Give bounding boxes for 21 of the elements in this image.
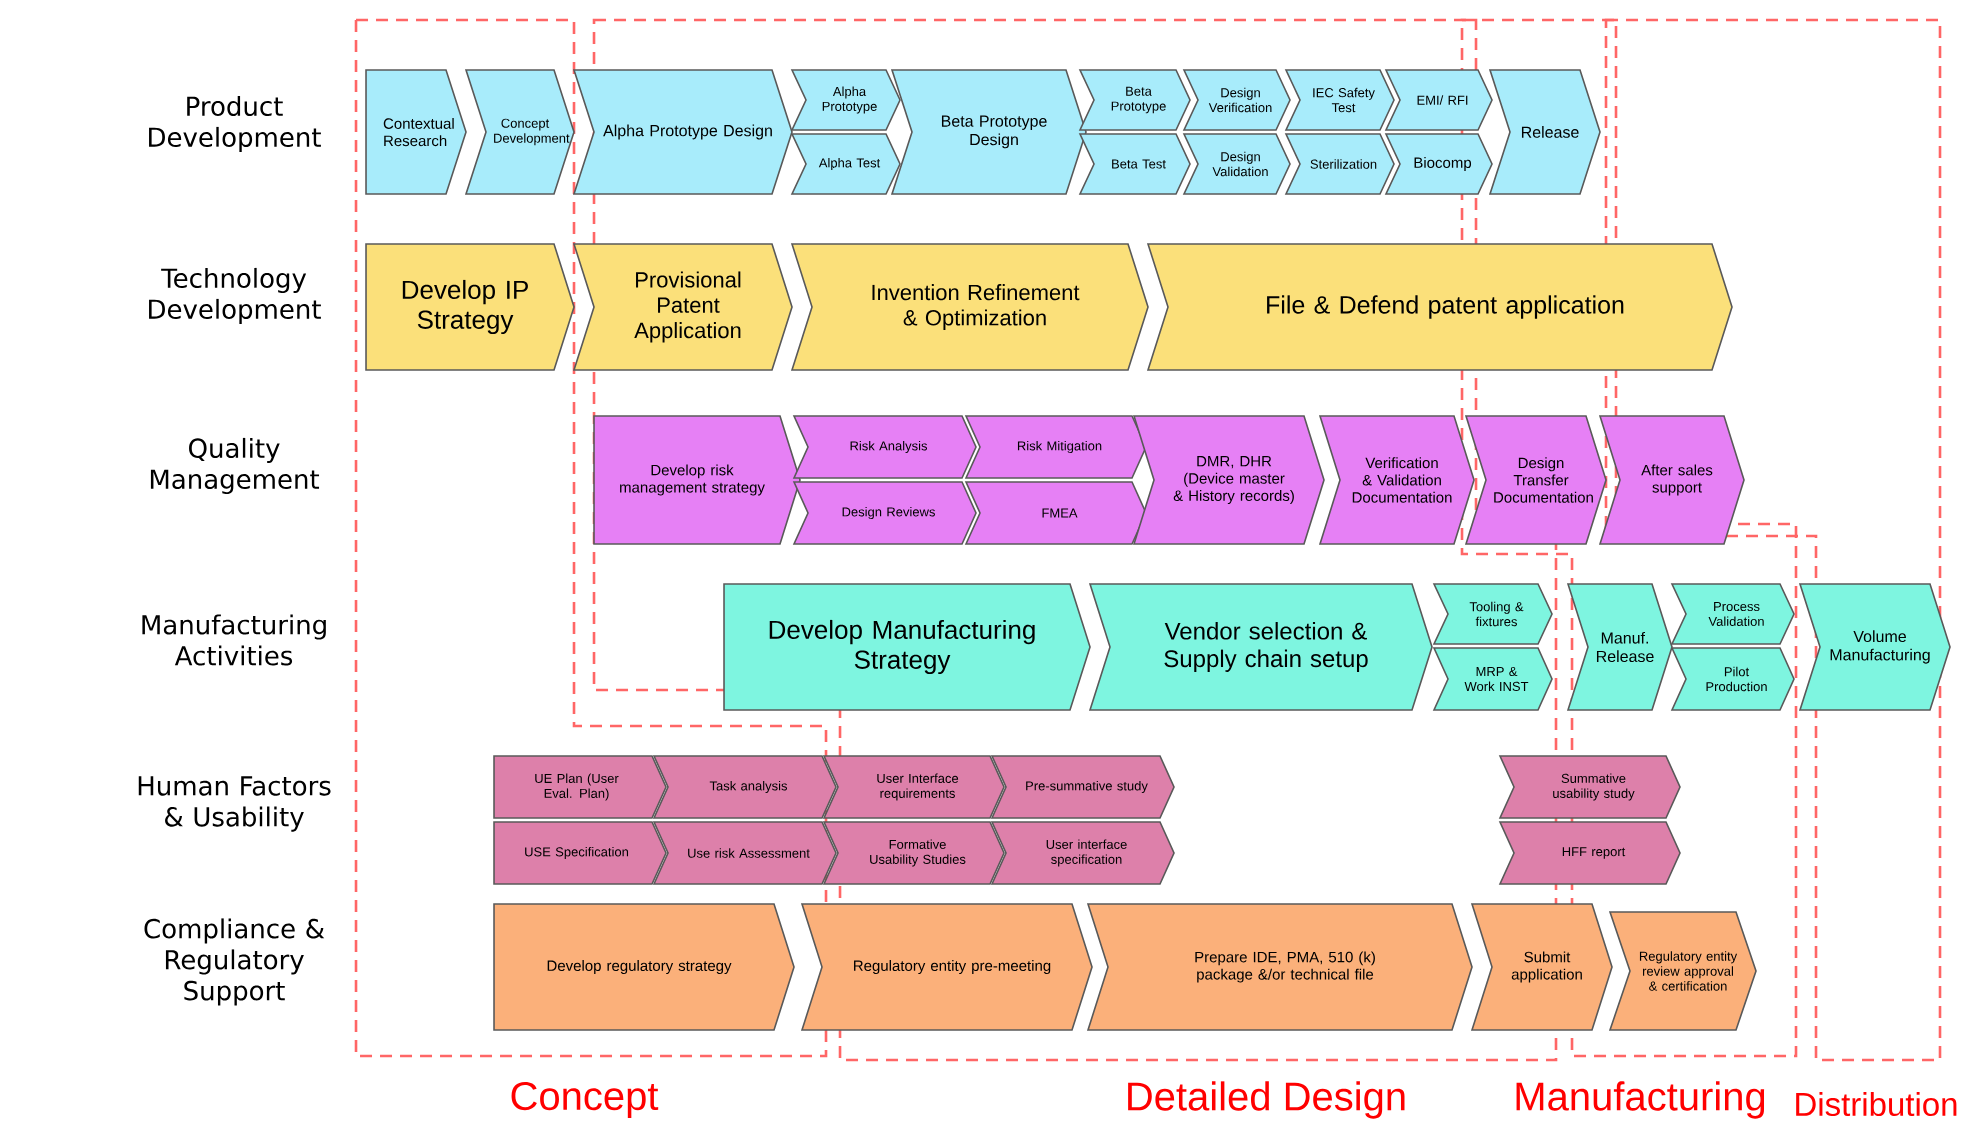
phase-label: Concept — [511, 1081, 659, 1119]
stage-box: Beta Prototype Design — [890, 69, 1087, 195]
stage-box: Volume Manufacturing — [1798, 583, 1951, 711]
stage-box: Invention Refinement & Optimization — [790, 243, 1149, 371]
stage-box: Develop IP Strategy — [365, 243, 575, 371]
phase-label: Distribution — [1796, 1091, 1957, 1117]
stage-box: Alpha Prototype Design — [572, 69, 793, 195]
stage-box: File & Defend patent application — [1146, 243, 1733, 371]
row-heading: Product Development — [149, 95, 321, 153]
row-heading: Quality Management — [150, 437, 320, 495]
stage-box: Vendor selection & Supply chain setup — [1088, 583, 1433, 711]
stage-box: Manuf. Release — [1566, 583, 1673, 711]
row-heading: Human Factors & Usability — [138, 776, 331, 832]
phase-label: Manufacturing — [1516, 1081, 1765, 1119]
stage-box: Release — [1488, 69, 1601, 195]
stage-box: Provisional Patent Application — [572, 243, 793, 371]
row-heading: Technology Development — [149, 267, 321, 325]
phase-label: Detailed Design — [1128, 1081, 1405, 1119]
row-heading: Manufacturing Activities — [142, 614, 326, 666]
stage-box: Develop Manufacturing Strategy — [723, 583, 1091, 711]
row-heading: Compliance & Regulatory Support — [144, 918, 325, 1006]
